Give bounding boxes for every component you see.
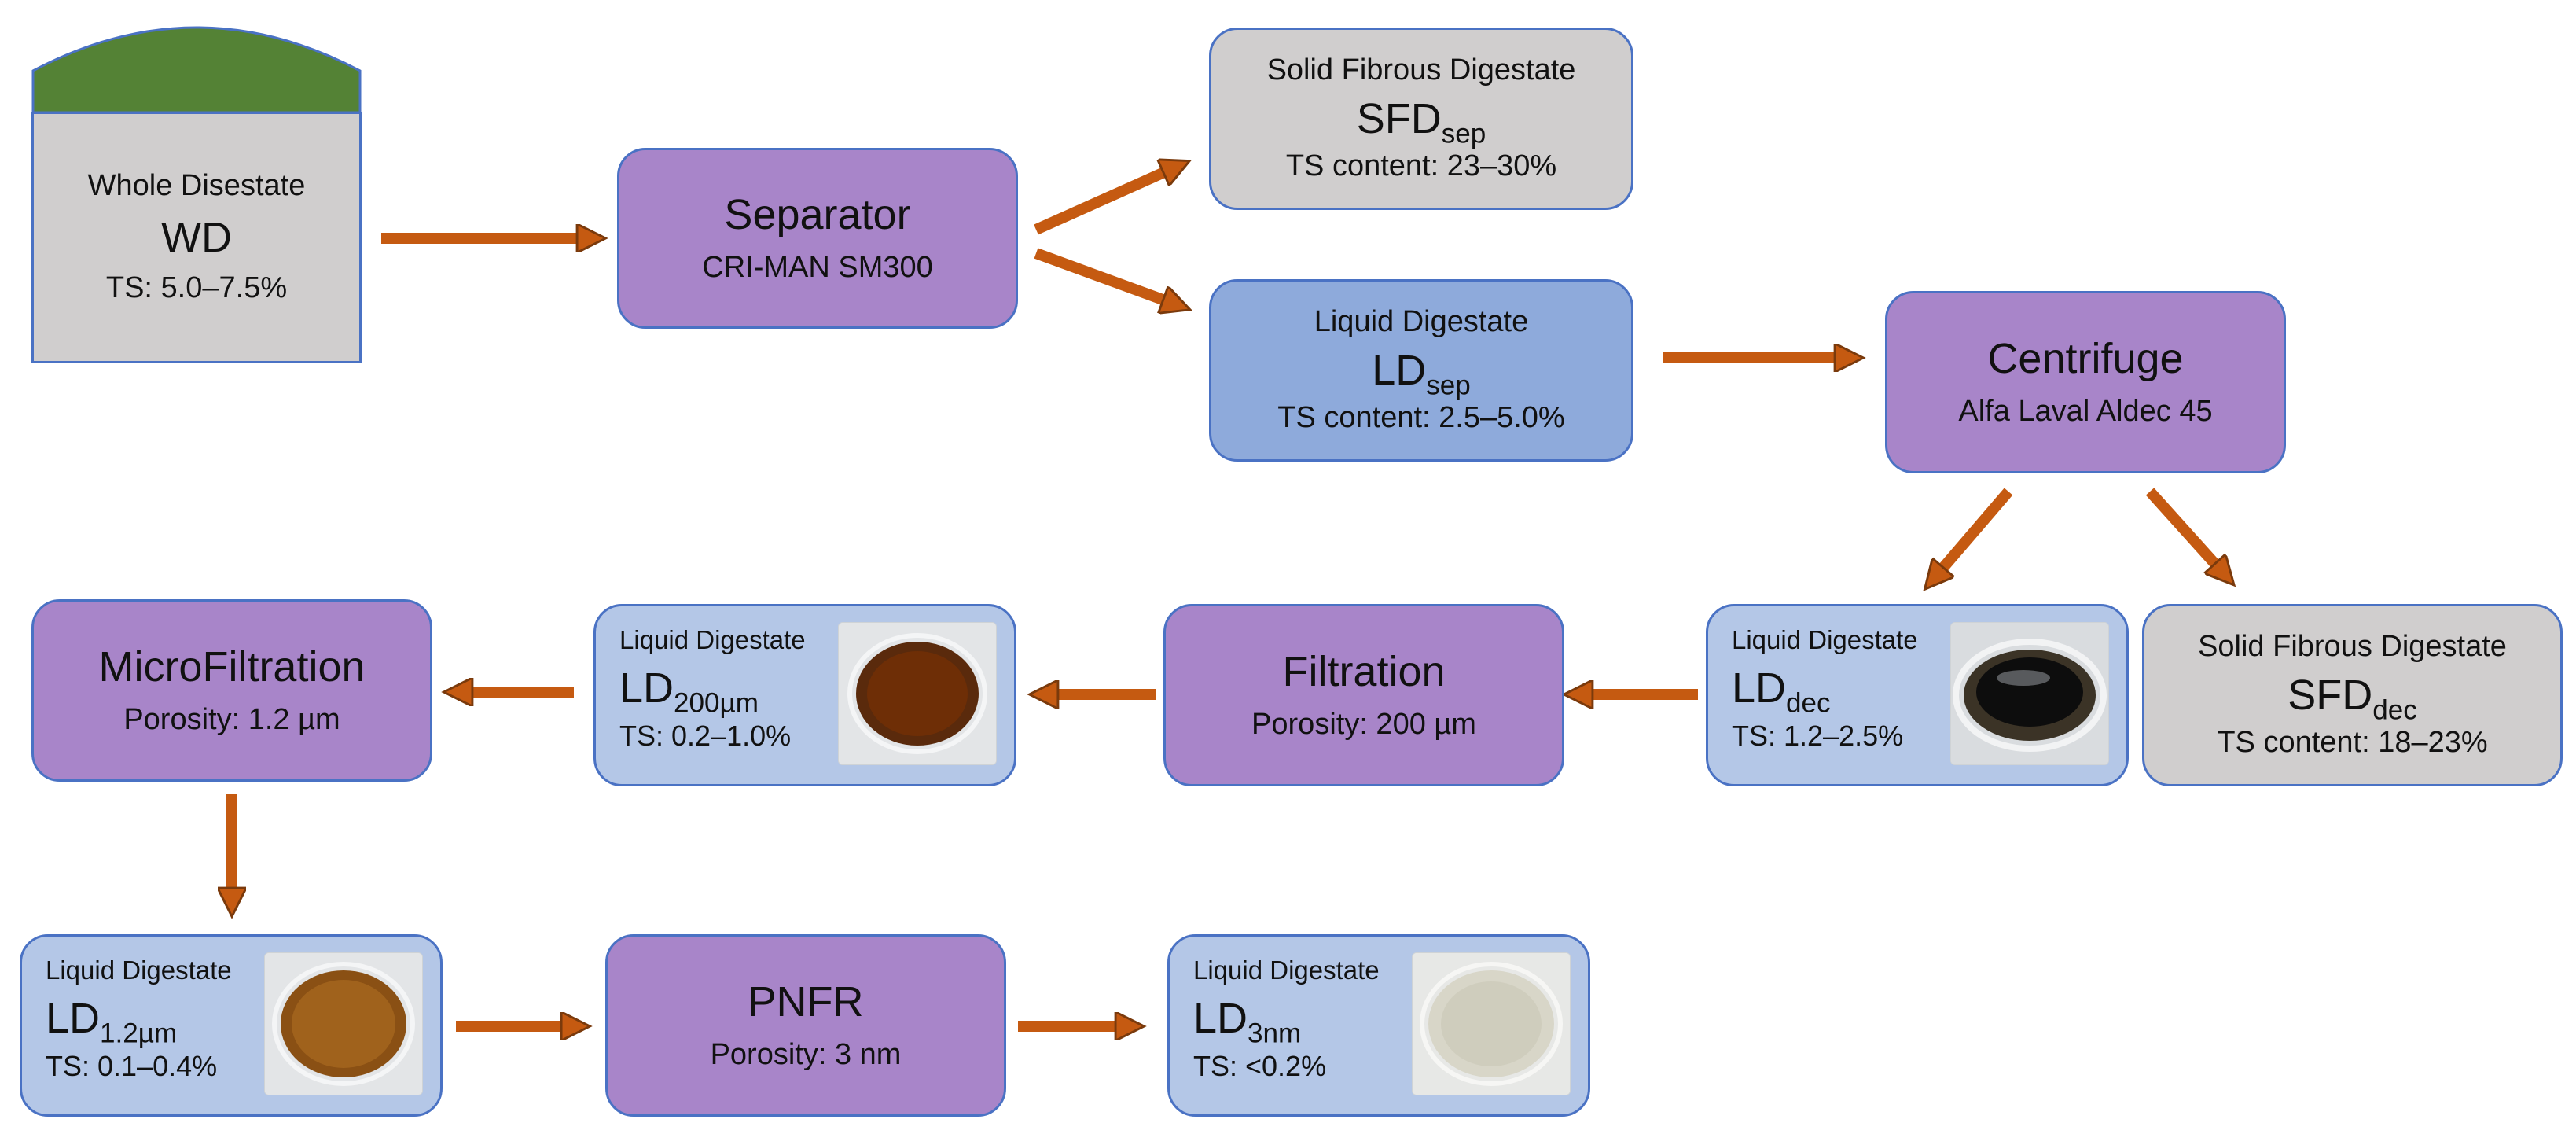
arrow-separator-to-sfd xyxy=(1034,169,1171,235)
centrifuge-title: Centrifuge xyxy=(1987,334,2184,382)
whole-digestate-tank: Whole Disestate WD TS: 5.0–7.5% xyxy=(31,24,362,363)
separator-title: Separator xyxy=(724,190,911,238)
microfiltration-title: MicroFiltration xyxy=(98,642,366,690)
ld-dec-ts: TS: 1.2–2.5% xyxy=(1732,720,1904,753)
ld-200um-ts: TS: 0.2–1.0% xyxy=(619,720,792,753)
pnfr-title: PNFR xyxy=(748,978,864,1025)
ld-dec-label: Liquid Digestate xyxy=(1732,625,1918,654)
sfd-sep-symbol: SFDsep xyxy=(1356,94,1486,149)
ld-200um-sample-photo xyxy=(838,622,997,765)
ld-1-2um-symbol: LD1.2µm xyxy=(46,994,178,1049)
tank-dome-icon xyxy=(31,26,362,114)
sfd-dec-ts: TS content: 18–23% xyxy=(2217,726,2488,760)
wd-label: Whole Disestate xyxy=(87,169,306,203)
ld-3nm-box: Liquid Digestate LD3nm TS: <0.2% xyxy=(1167,934,1590,1117)
ld-3nm-sample-photo xyxy=(1412,952,1571,1095)
ld-200um-box: Liquid Digestate LD200µm TS: 0.2–1.0% xyxy=(593,604,1016,786)
ld-sep-ts: TS content: 2.5–5.0% xyxy=(1277,401,1565,435)
sfd-sep-box: Solid Fibrous Digestate SFDsep TS conten… xyxy=(1209,28,1633,210)
ld-dec-sample-photo xyxy=(1950,622,2109,765)
centrifuge-box: Centrifuge Alfa Laval Aldec 45 xyxy=(1885,291,2286,473)
ld-3nm-label: Liquid Digestate xyxy=(1193,955,1380,985)
pnfr-porosity: Porosity: 3 nm xyxy=(710,1037,902,1071)
sfd-sep-ts: TS content: 23–30% xyxy=(1285,149,1557,183)
wd-symbol: WD xyxy=(161,213,232,261)
ld-200um-label: Liquid Digestate xyxy=(619,625,806,654)
ld-3nm-ts: TS: <0.2% xyxy=(1193,1050,1327,1083)
ld-1-2um-ts: TS: 0.1–0.4% xyxy=(46,1050,218,1083)
arrow-separator-to-ld xyxy=(1034,248,1171,303)
whole-digestate-body: Whole Disestate WD TS: 5.0–7.5% xyxy=(31,112,362,363)
filtration-porosity: Porosity: 200 µm xyxy=(1251,707,1476,741)
sfd-dec-box: Solid Fibrous Digestate SFDdec TS conten… xyxy=(2142,604,2563,786)
ld-1-2um-sample-photo xyxy=(264,952,423,1095)
arrow-centrifuge-to-sfddec xyxy=(2145,488,2221,570)
ld-3nm-symbol: LD3nm xyxy=(1193,994,1302,1049)
centrifuge-model: Alfa Laval Aldec 45 xyxy=(1958,394,2213,428)
ld-sep-symbol: LDsep xyxy=(1372,346,1471,400)
sfd-sep-label: Solid Fibrous Digestate xyxy=(1266,53,1576,87)
ld-1-2um-label: Liquid Digestate xyxy=(46,955,232,985)
separator-box: Separator CRI-MAN SM300 xyxy=(617,148,1018,329)
ld-dec-symbol: LDdec xyxy=(1732,664,1831,719)
microfiltration-box: MicroFiltration Porosity: 1.2 µm xyxy=(31,599,432,782)
separator-model: CRI-MAN SM300 xyxy=(702,250,933,284)
filtration-box: Filtration Porosity: 200 µm xyxy=(1163,604,1564,786)
filtration-title: Filtration xyxy=(1282,647,1446,695)
ld-sep-label: Liquid Digestate xyxy=(1314,305,1529,339)
ld-200um-symbol: LD200µm xyxy=(619,664,759,719)
pnfr-box: PNFR Porosity: 3 nm xyxy=(605,934,1006,1117)
ld-sep-box: Liquid Digestate LDsep TS content: 2.5–5… xyxy=(1209,279,1633,462)
arrow-centrifuge-to-lddec xyxy=(1938,488,2013,574)
microfiltration-porosity: Porosity: 1.2 µm xyxy=(123,702,340,736)
ld-1-2um-box: Liquid Digestate LD1.2µm TS: 0.1–0.4% xyxy=(20,934,443,1117)
ld-dec-box: Liquid Digestate LDdec TS: 1.2–2.5% xyxy=(1706,604,2129,786)
wd-ts: TS: 5.0–7.5% xyxy=(105,271,288,305)
sfd-dec-label: Solid Fibrous Digestate xyxy=(2198,630,2507,664)
sfd-dec-symbol: SFDdec xyxy=(2288,671,2417,725)
